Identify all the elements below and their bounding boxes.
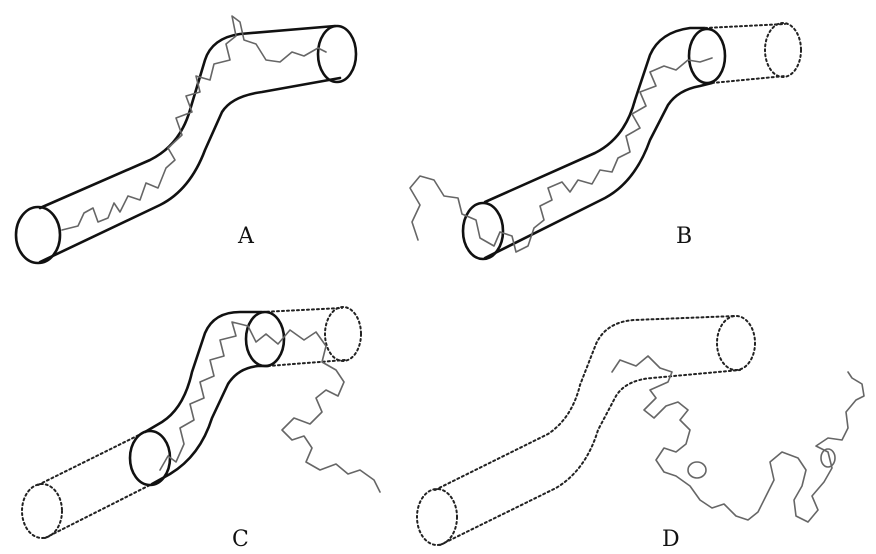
panel-b-tube-right-end — [765, 23, 801, 77]
panel-c-polymer-chain — [160, 322, 380, 492]
panel-a-label: A — [237, 224, 255, 249]
panel-d-tube-right-end — [717, 316, 755, 370]
panel-a-tube — [16, 26, 356, 263]
panel-b-tube-middle-end — [689, 29, 725, 83]
panel-a-polymer-chain — [62, 16, 326, 230]
panel-b-polymer-chain — [410, 58, 712, 252]
panel-d: D — [417, 316, 864, 552]
panel-c-tube-right-end — [325, 307, 361, 361]
panel-d-tube — [417, 316, 755, 545]
panel-a: A — [16, 16, 356, 263]
panel-c-tube-left-end — [22, 484, 62, 538]
panel-c-label: C — [232, 527, 249, 552]
panel-c-tube — [22, 307, 361, 538]
panel-b-label: B — [676, 224, 692, 249]
panel-d-chain-loop-1 — [688, 462, 706, 478]
panel-b-tube-left-end — [463, 203, 503, 259]
panel-d-label: D — [662, 527, 680, 552]
panel-c-tube-lower-end — [130, 431, 170, 485]
panel-c: C — [22, 307, 380, 552]
panel-d-tube-left-end — [417, 489, 457, 545]
panel-a-tube-left-end — [16, 207, 60, 263]
panel-d-polymer-chain — [612, 356, 864, 522]
panel-b: B — [410, 23, 801, 259]
panel-a-tube-right-end — [318, 26, 356, 82]
panel-b-tube — [463, 23, 801, 259]
panel-c-tube-upper-end — [246, 312, 284, 366]
